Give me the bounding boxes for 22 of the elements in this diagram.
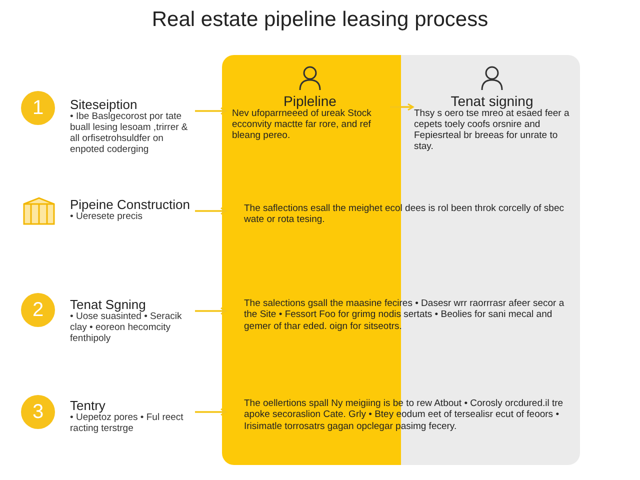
step-details: • Uepetoz pores • Ful reect racting terstrge bbox=[70, 413, 184, 435]
card-heading: Pipleline bbox=[282, 93, 338, 109]
step-heading: Siteseiption bbox=[70, 97, 138, 112]
arrow bbox=[195, 307, 227, 315]
process-panel bbox=[222, 55, 580, 465]
step-details: • Ibe Baslgecorost por tate buall lesing lesoam ,trirrer & all orfisetrohsuldfer on enpoted coderging bbox=[70, 112, 189, 156]
card-body: Nev ufoparrneeed of ureak Stock ecconvity mactte far rore, and ref bleang pereo. bbox=[232, 109, 372, 142]
arrow bbox=[195, 107, 227, 115]
step-heading: Pipeine Construction bbox=[70, 197, 191, 212]
step-number: 2 bbox=[21, 293, 55, 327]
step-number: 1 bbox=[21, 91, 55, 125]
step-details: • Ueresete precis bbox=[70, 212, 144, 223]
step-details: • Uose suasinted • Seracik clay • eoreon hecomcity fenthipoly bbox=[70, 312, 183, 345]
card-heading: Tenat signing bbox=[450, 93, 534, 109]
arrow bbox=[195, 408, 227, 416]
arrow bbox=[195, 207, 227, 215]
step-heading: Tentry bbox=[70, 398, 106, 413]
card-body: Thsy s oero tse mreo at esaed feer a cepets toely coofs orsnire and Fepiesrteal br breeas for unrate to stay. bbox=[414, 109, 570, 153]
step-heading: Tenat Sgning bbox=[70, 297, 147, 312]
step-number: 3 bbox=[21, 395, 55, 429]
diagram-title: Real estate pipeline leasing process bbox=[150, 8, 490, 32]
arrow bbox=[390, 103, 414, 111]
